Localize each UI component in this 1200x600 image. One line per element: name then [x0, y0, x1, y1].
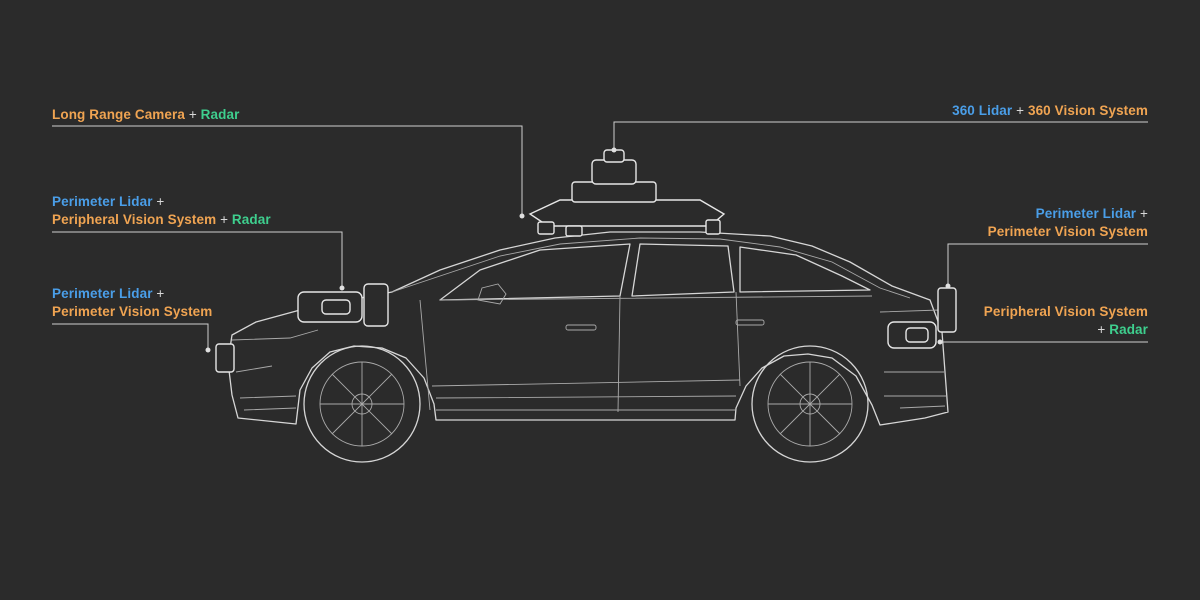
car-roofline [391, 237, 911, 299]
plus-separator: + [1097, 322, 1110, 337]
callout-front-roof: Long Range Camera + Radar [52, 106, 239, 124]
leader-rear-upper-dot [945, 283, 951, 289]
callout-line: 360 Lidar + 360 Vision System [952, 102, 1148, 120]
sensor-label: Perimeter Lidar [52, 286, 153, 301]
callout-line: Perimeter Lidar + [52, 193, 271, 211]
leader-front-bumper-dot [205, 347, 211, 353]
callout-line: Long Range Camera + Radar [52, 106, 239, 124]
vehicle-outline [227, 231, 949, 463]
side-mirror [477, 283, 507, 305]
leader-roof-dome-dot [611, 147, 617, 153]
door-lines [419, 291, 873, 413]
front-door-handle [565, 324, 597, 331]
callout-line: Perimeter Vision System [988, 223, 1148, 241]
roof-sensor-dome [528, 149, 726, 237]
front-wheel [303, 345, 421, 463]
rear-upper-sensor [937, 287, 957, 333]
sensor-label: Peripheral Vision System [983, 304, 1148, 319]
leader-roof-dome [613, 121, 1148, 150]
rear-fascia [879, 309, 946, 409]
side-windows [439, 243, 871, 301]
sensor-label: Perimeter Vision System [52, 304, 213, 319]
callout-line: Peripheral Vision System [984, 303, 1148, 321]
plus-separator: + [1136, 206, 1148, 221]
plus-separator: + [152, 194, 165, 209]
sensor-label: Radar [200, 107, 240, 122]
callout-line: Perimeter Lidar + [988, 205, 1148, 223]
sensor-label: 360 Vision System [1027, 103, 1148, 118]
sensor-label: Long Range Camera [52, 107, 185, 122]
sensor-label: Perimeter Vision System [987, 224, 1148, 239]
sensor-label: Perimeter Lidar [52, 194, 153, 209]
callout-line: + Radar [984, 321, 1148, 339]
leader-front-fender [52, 231, 343, 288]
leader-front-roof-dot [519, 213, 525, 219]
callout-rear-quarter: Peripheral Vision System + Radar [984, 303, 1148, 339]
callout-line: Perimeter Lidar + [52, 285, 212, 303]
front-bumper-sensor [215, 343, 235, 373]
plus-separator: + [216, 212, 232, 227]
sensor-label: Radar [231, 212, 271, 227]
sensor-label: Perimeter Lidar [1035, 206, 1137, 221]
callout-front-fender: Perimeter Lidar +Peripheral Vision Syste… [52, 193, 271, 229]
sensor-label: 360 Lidar [952, 103, 1013, 118]
front-fender-sensor-pod [297, 283, 389, 327]
leader-rear-upper [947, 243, 1148, 286]
callout-front-bumper: Perimeter Lidar +Perimeter Vision System [52, 285, 212, 321]
callout-line: Perimeter Vision System [52, 303, 212, 321]
plus-separator: + [152, 286, 165, 301]
sensor-label: Radar [1109, 322, 1148, 337]
callout-roof-dome: 360 Lidar + 360 Vision System [952, 102, 1148, 120]
car-body-profile [227, 231, 949, 426]
plus-separator: + [184, 107, 201, 122]
leader-rear-quarter-dot [937, 339, 943, 345]
rear-quarter-sensor-pod [887, 321, 937, 349]
body-sill [431, 379, 741, 411]
front-fascia [231, 329, 319, 411]
plus-separator: + [1012, 103, 1028, 118]
sensor-label: Peripheral Vision System [52, 212, 217, 227]
callout-rear-upper: Perimeter Lidar +Perimeter Vision System [988, 205, 1148, 241]
rear-door-handle [735, 319, 765, 326]
leader-front-bumper [52, 323, 209, 350]
leader-front-roof [52, 125, 523, 216]
callout-line: Peripheral Vision System + Radar [52, 211, 271, 229]
leader-front-fender-dot [339, 285, 345, 291]
rear-wheel [751, 345, 869, 463]
